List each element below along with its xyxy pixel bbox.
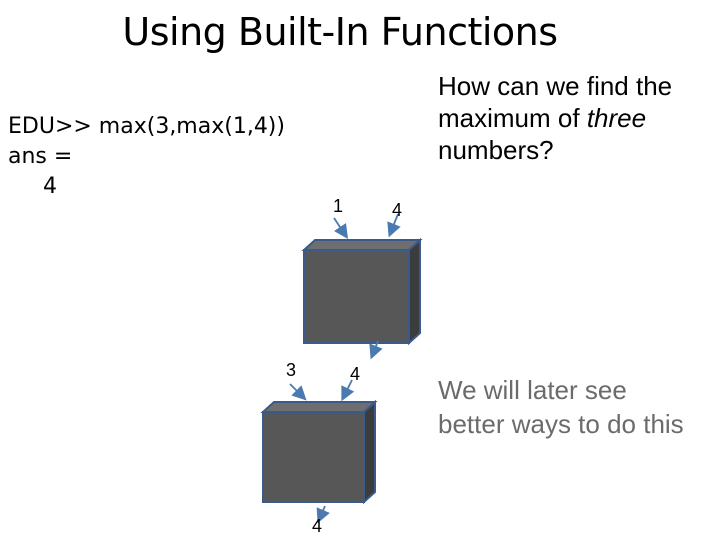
- bottom-box-top-face: [263, 402, 375, 412]
- bottom-box-front-face: [263, 412, 364, 502]
- arrow-top-left-input: [334, 218, 346, 236]
- bottom-box-input-right-label: 4: [350, 364, 360, 385]
- bottom-box-side-face: [364, 402, 375, 502]
- bottom-box-output-label: 4: [312, 516, 322, 537]
- top-box-side-face: [409, 240, 420, 343]
- bottom-box-input-left-label: 3: [286, 360, 296, 381]
- top-box-input-right-label: 4: [392, 200, 402, 221]
- top-box-top-face: [304, 240, 420, 250]
- top-box-front-face: [304, 250, 409, 343]
- arrow-bottom-left-input: [290, 384, 304, 398]
- top-max-box: [304, 240, 420, 343]
- top-box-input-left-label: 1: [333, 196, 343, 217]
- bottom-max-box: [263, 402, 375, 502]
